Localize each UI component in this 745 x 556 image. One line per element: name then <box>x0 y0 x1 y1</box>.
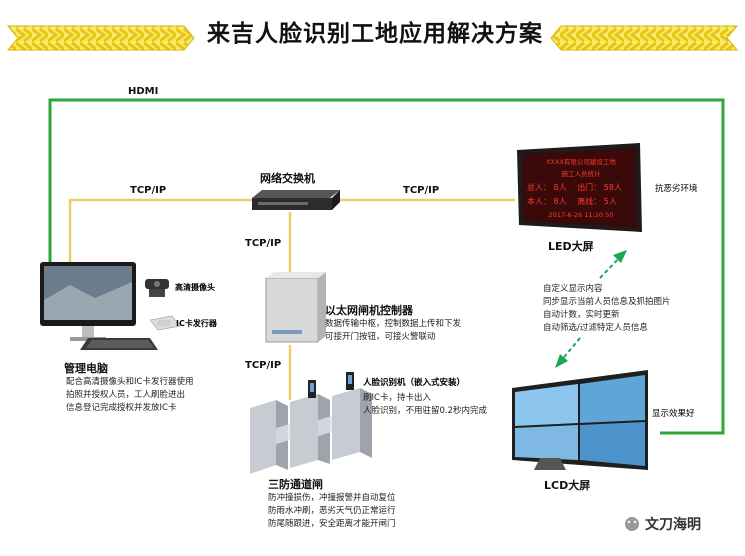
reader-desc-line: 刷IC卡，持卡出入 <box>363 392 487 405</box>
controller-desc-line: 可接开门按钮，可接火警联动 <box>325 331 461 344</box>
pc-desc-line: 拍照并授权人员，工人刷脸进出 <box>66 389 193 402</box>
feature-item: 同步显示当前人员信息及抓拍图片 <box>543 296 671 309</box>
led-line: XXXX有限公司建设工地 <box>527 156 635 166</box>
led-line: 8人 <box>554 197 567 206</box>
led-line: 本人： <box>527 197 551 206</box>
card-issuer-label: IC卡发行器 <box>176 318 217 329</box>
controller-icon <box>266 272 326 342</box>
controller-label: 以太网闸机控制器 <box>325 302 413 318</box>
pc-desc-line: 配合高清摄像头和IC卡发行器使用 <box>66 376 193 389</box>
gate-desc-line: 防冲撞损伤，冲撞报警并自动复位 <box>268 492 396 505</box>
led-line: 2017-6-26 11:20:50 <box>527 211 635 219</box>
camera-label: 高清摄像头 <box>175 282 215 293</box>
face-reader-description: 刷IC卡，持卡出入 人脸识别，不用驻留0.2秒内完成 <box>363 392 487 418</box>
led-line: 出门： <box>577 183 601 192</box>
gate-desc-line: 防雨水冲刷，恶劣天气仍正常运行 <box>268 505 396 518</box>
feature-list: 自定义显示内容 同步显示当前人员信息及抓拍图片 自动计数，实时更新 自动筛选/过… <box>543 283 671 335</box>
tcp-label: TCP/IP <box>245 360 281 371</box>
feature-item: 自动筛选/过滤特定人员信息 <box>543 322 671 335</box>
led-line: 离线： <box>577 197 601 206</box>
keyboard-icon <box>80 338 158 350</box>
tcp-label: TCP/IP <box>245 238 281 249</box>
pc-label: 管理电脑 <box>64 360 108 376</box>
hdmi-label: HDMI <box>128 86 158 97</box>
monitor-icon <box>40 262 136 341</box>
controller-desc-line: 数据传输中枢，控制数据上传和下发 <box>325 318 461 331</box>
gate-description: 防冲撞损伤，冲撞报警并自动复位 防雨水冲刷，恶劣天气仍正常运行 防尾随跟进，安全… <box>268 492 396 531</box>
led-line: 58人 <box>604 183 622 192</box>
lcd-wall-icon <box>512 370 648 470</box>
tcp-line-pc <box>70 200 252 265</box>
lcd-note: 显示效果好 <box>652 407 695 419</box>
feature-item: 自动计数，实时更新 <box>543 309 671 322</box>
led-screen-content: XXXX有限公司建设工地 施工人员统计 总人： 8人 出门： 58人 本人： 8… <box>527 156 635 219</box>
tcp-label: TCP/IP <box>403 185 439 196</box>
wechat-icon <box>625 517 639 531</box>
reader-desc-line: 人脸识别，不用驻留0.2秒内完成 <box>363 405 487 418</box>
lcd-label: LCD大屏 <box>544 477 590 493</box>
gate-desc-line: 防尾随跟进，安全距离才能开闸门 <box>268 518 396 531</box>
led-line: 施工人员统计 <box>527 168 635 178</box>
feature-item: 自定义显示内容 <box>543 283 671 296</box>
watermark: 文刀海明 <box>645 514 701 534</box>
switch-label: 网络交换机 <box>260 170 315 186</box>
arrow-up-icon <box>600 250 627 278</box>
arrow-down-icon <box>555 338 580 368</box>
led-label: LED大屏 <box>548 238 594 254</box>
controller-description: 数据传输中枢，控制数据上传和下发 可接开门按钮，可接火警联动 <box>325 318 461 344</box>
pc-description: 配合高清摄像头和IC卡发行器使用 拍照并授权人员，工人刷脸进出 信息登记完成授权… <box>66 376 193 415</box>
turnstile-icon <box>250 388 372 474</box>
gate-label: 三防通道闸 <box>268 476 323 492</box>
led-line: 5人 <box>604 197 617 206</box>
camera-icon <box>145 279 169 297</box>
led-line: 8人 <box>554 183 567 192</box>
pc-desc-line: 信息登记完成授权并发放IC卡 <box>66 402 193 415</box>
tcp-label: TCP/IP <box>130 185 166 196</box>
led-line: 总人： <box>527 183 551 192</box>
network-switch-icon <box>252 190 340 210</box>
led-note: 抗恶劣环境 <box>655 182 698 194</box>
face-reader-label: 人脸识别机（嵌入式安装） <box>363 376 465 388</box>
